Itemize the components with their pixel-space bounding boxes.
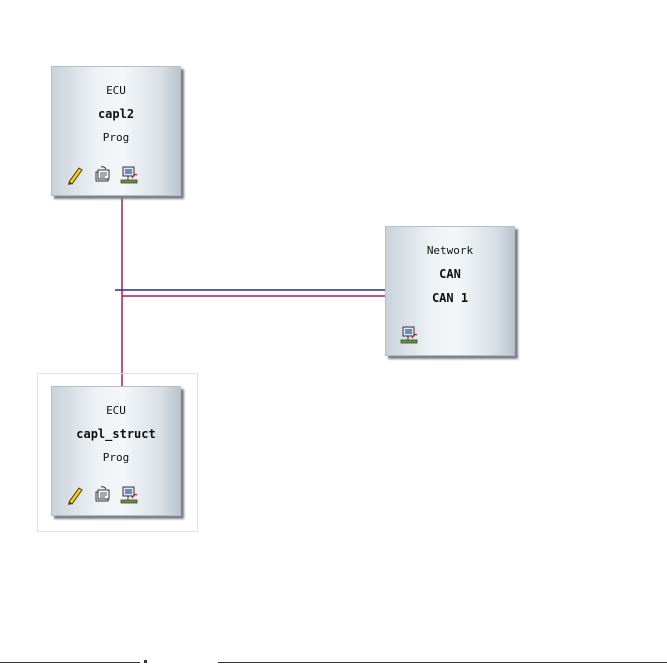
database-icon[interactable] [93, 165, 111, 185]
node-sub-label: Prog [102, 451, 130, 464]
bottom-edge-right [218, 662, 667, 663]
node-name: capl2 [97, 107, 135, 121]
ecu-node-capl2[interactable]: ECU capl2 Prog [51, 66, 181, 196]
network-node-icon[interactable] [400, 325, 418, 345]
network-node-icon[interactable] [120, 485, 138, 505]
node-name: capl_struct [76, 427, 156, 441]
node-sub-label: CAN 1 [431, 291, 469, 305]
node-name: CAN [439, 267, 461, 281]
network-node-icon[interactable] [120, 165, 138, 185]
pencil-icon[interactable] [66, 165, 84, 185]
ecu-node-capl-struct[interactable]: ECU capl_struct Prog [51, 386, 181, 516]
bottom-edge-tick [144, 660, 147, 663]
node-type-label: Network [426, 244, 474, 257]
network-node-can[interactable]: Network CAN CAN 1 [385, 226, 515, 356]
database-icon[interactable] [93, 485, 111, 505]
pencil-icon[interactable] [66, 485, 84, 505]
node-sub-label: Prog [102, 131, 130, 144]
bottom-edge-left [0, 662, 140, 663]
node-type-label: ECU [106, 84, 126, 97]
selection-frame [37, 373, 198, 532]
node-type-label: ECU [106, 404, 126, 417]
